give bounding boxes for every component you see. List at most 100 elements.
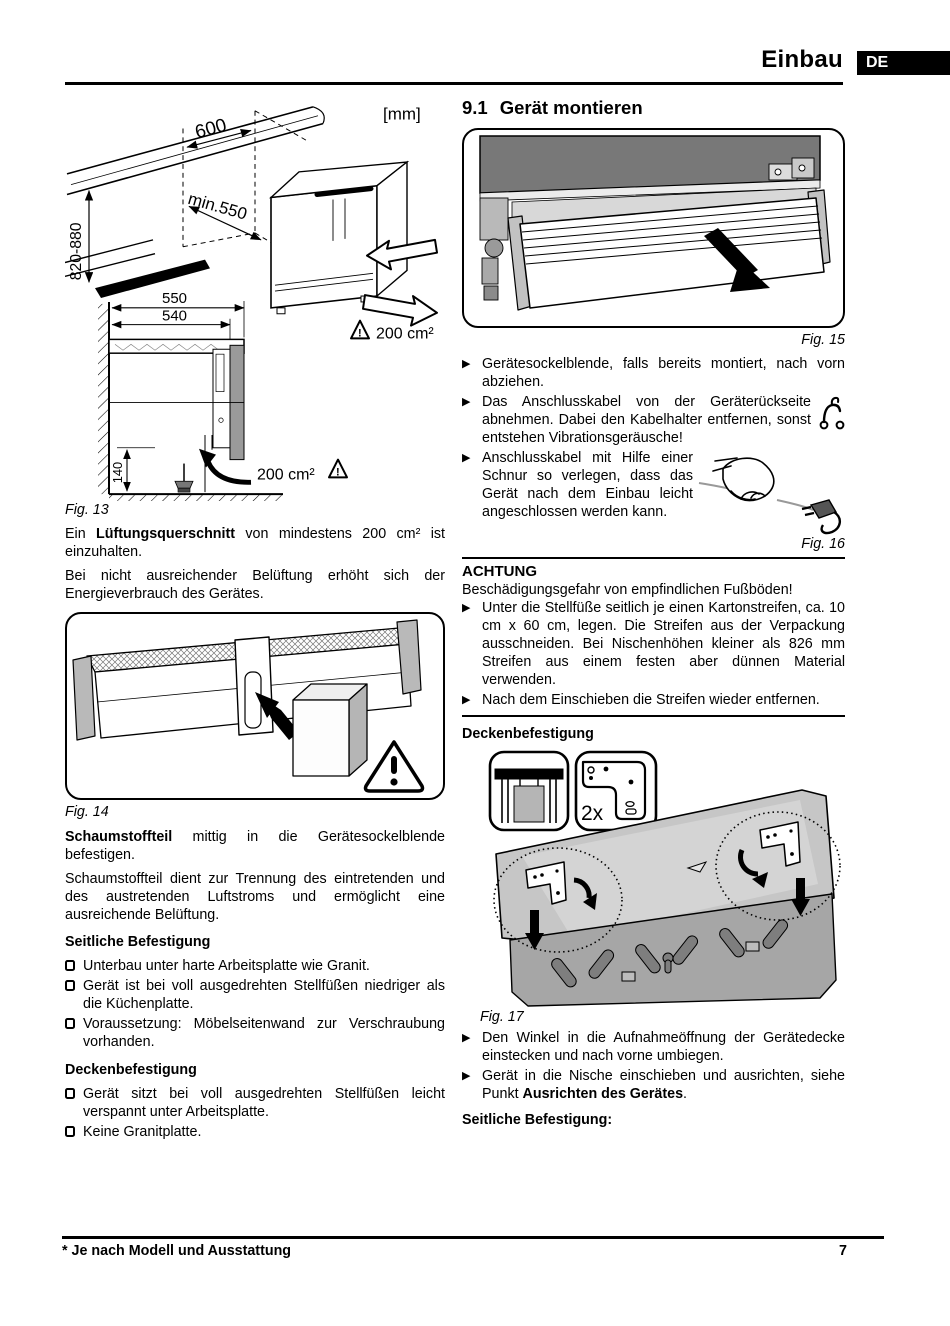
- step-triangle-icon: ▶: [462, 358, 471, 370]
- header-rule: [65, 82, 843, 85]
- vent-area-top-label: ! 200 cm²: [350, 319, 434, 342]
- floor-edge: [65, 239, 210, 298]
- svg-text:200 cm²: 200 cm²: [257, 466, 315, 483]
- mounting-bracket: [525, 861, 567, 905]
- svg-text:!: !: [336, 466, 340, 478]
- dim-540: 540: [111, 309, 231, 342]
- svg-text:540: 540: [162, 309, 187, 325]
- checklist-item: Gerät ist bei voll ausgedrehten Stellfüß…: [65, 977, 445, 1013]
- fig15-plinth-removal-drawing: [479, 135, 831, 311]
- string: [776, 499, 814, 511]
- attention-box: ACHTUNG Beschädigungsgefahr von empfindl…: [462, 557, 845, 717]
- hand: [712, 457, 775, 502]
- fig14-caption: Fig. 14: [65, 804, 109, 820]
- detail-callout-left: [493, 847, 623, 953]
- checklist-item: Unterbau unter harte Arbeitsplatte wie G…: [65, 957, 445, 975]
- heading-side-fastening: Seitliche Befestigung: [65, 934, 211, 950]
- mounting-rail: [509, 893, 837, 1007]
- step-triangle-icon: ▶: [462, 602, 471, 614]
- qty-label: 2x: [581, 802, 604, 825]
- warning-triangle-icon: [350, 319, 370, 340]
- para-foam-fix: Schaumstoffteil mittig in die Gerätesock…: [65, 829, 445, 863]
- step-triangle-icon: ▶: [462, 694, 471, 706]
- dim-550: 550: [111, 291, 245, 338]
- left-column: [mm]: [65, 95, 445, 1143]
- insert-down-arrow-icon: [791, 878, 810, 916]
- fig16-figure: Fig. 16: [693, 449, 845, 553]
- page-content: [mm]: [65, 95, 845, 1143]
- instruction-step: ▶ Unter die Stellfüße seitlich je einen …: [462, 600, 845, 688]
- svg-text:550: 550: [162, 291, 187, 307]
- attention-title: ACHTUNG: [462, 563, 537, 580]
- fig13-caption: Fig. 13: [65, 502, 109, 518]
- fig13-dimension-drawing: [mm]: [65, 105, 438, 501]
- page-number: 7: [839, 1243, 847, 1259]
- checklist-item: Voraussetzung: Möbelseitenwand zur Versc…: [65, 1015, 445, 1051]
- insert-arrow-icon: [255, 692, 299, 740]
- fig17-ceiling-mount-drawing: 2x: [488, 750, 841, 1007]
- warning-triangle-icon: [363, 740, 425, 793]
- checkbox-icon: [65, 1088, 75, 1099]
- removal-arrow-icon: [704, 228, 770, 292]
- step-triangle-icon: ▶: [462, 452, 471, 464]
- cross-section: 550 540: [98, 291, 348, 501]
- svg-text:140: 140: [110, 462, 125, 483]
- fig14-foam-drawing: [72, 619, 425, 793]
- compressor-parts: [479, 197, 509, 301]
- plinth-cover: [72, 619, 422, 741]
- para-ventilation: Ein Lüftungsquerschnitt von mindestens 2…: [65, 526, 446, 560]
- fig17-caption: Fig. 17: [480, 1009, 524, 1025]
- warning-triangle-icon: [328, 458, 348, 479]
- mounting-bracket: [581, 760, 647, 821]
- svg-text:min.550: min.550: [186, 189, 249, 224]
- insert-down-arrow-icon: [525, 910, 544, 950]
- callout-bracket-qty: 2x: [574, 750, 658, 832]
- attention-lead: Beschädigungsgefahr von empfindlichen Fu…: [462, 582, 793, 598]
- dim-600: 600: [186, 114, 252, 149]
- fig15-figure: [462, 128, 845, 328]
- instruction-step: ▶ Gerät in die Nische einschieben und au…: [462, 1068, 845, 1102]
- appliance-rear: [212, 348, 231, 449]
- instruction-step: ▶ Das Anschlusskabel von der Geräterücks…: [462, 393, 845, 447]
- svg-text:200 cm²: 200 cm²: [376, 325, 434, 342]
- rotate-arrow-icon: [738, 848, 759, 877]
- adjustable-foot: [174, 463, 194, 493]
- instruction-step: ▶ Anschlusskabel mit Hilfe einer Schnur …: [462, 449, 693, 551]
- checkbox-icon: [65, 1126, 75, 1137]
- position-triangle-marker: [686, 861, 708, 873]
- checkbox-icon: [65, 960, 75, 971]
- dim-min-550: min.550: [186, 189, 262, 241]
- heading-ceiling-fastening: Deckenbefestigung: [65, 1062, 197, 1078]
- fig14-figure: [65, 612, 445, 800]
- instruction-step: ▶ Nach dem Einschieben die Streifen wied…: [462, 692, 820, 708]
- checkbox-icon: [65, 1018, 75, 1029]
- instruction-step: ▶ Den Winkel in die Aufnahmeöffnung der …: [462, 1030, 845, 1064]
- para-energy: Bei nicht ausreichender Belüftung erhöht…: [65, 568, 445, 602]
- airflow-arrows-icon: [362, 238, 438, 327]
- footer-note: * Je nach Modell und Ausstattung: [62, 1243, 292, 1259]
- page-footer: * Je nach Modell und Ausstattung 7: [62, 1236, 884, 1259]
- step-triangle-icon: ▶: [462, 396, 471, 408]
- rotate-arrow-icon: [573, 877, 592, 899]
- svg-text:820-880: 820-880: [68, 222, 85, 280]
- plug: [801, 499, 841, 535]
- fig13-unit-label: [mm]: [383, 105, 421, 124]
- mounting-bracket: [759, 821, 801, 867]
- fig16-caption: Fig. 16: [801, 536, 845, 552]
- step-triangle-icon: ▶: [462, 1032, 471, 1044]
- step-triangle-icon: ▶: [462, 1070, 471, 1082]
- heading-ceiling-fastening: Deckenbefestigung: [462, 726, 594, 742]
- checklist-item: Keine Granitplatte.: [65, 1123, 445, 1141]
- page-title: Einbau: [761, 46, 843, 73]
- dim-140: 140: [110, 447, 155, 492]
- appliance-isometric: [268, 160, 410, 315]
- worktop: [66, 106, 325, 196]
- step-with-figure-row: ▶ Anschlusskabel mit Hilfe einer Schnur …: [462, 449, 845, 553]
- dim-820-880: 820-880: [68, 189, 94, 283]
- svg-text:!: !: [358, 327, 362, 339]
- detail-callout-right: [715, 811, 841, 921]
- airflow-curve-arrow-icon: [199, 448, 252, 485]
